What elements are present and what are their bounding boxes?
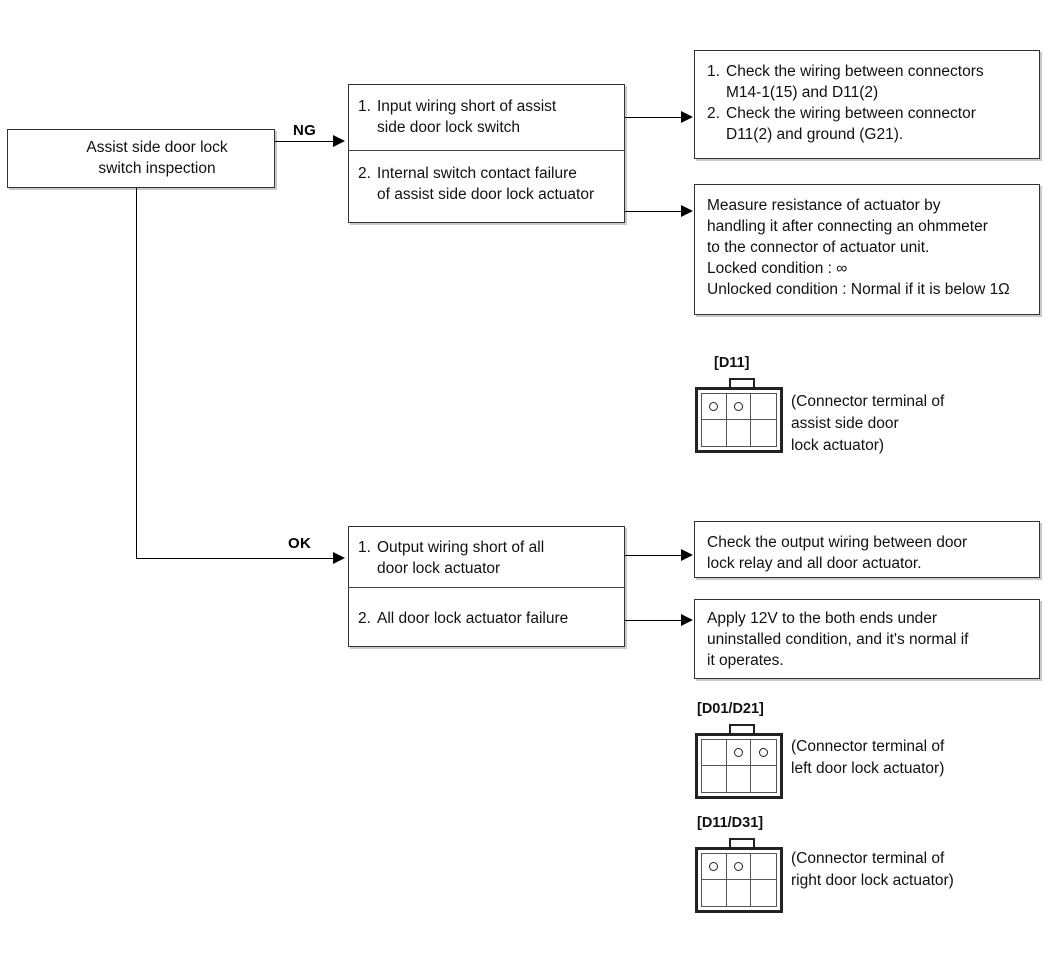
connector-d11-d31-caption: (Connector terminal of right door lock a…: [791, 850, 954, 889]
connector-d11-cell-5: [727, 420, 752, 446]
ng-cause-item-1: 1. Input wiring short of assist side doo…: [358, 96, 620, 138]
connector-d01-d21-tab-icon: [729, 724, 755, 735]
ng-action-1-item-2-number: 2.: [707, 105, 720, 122]
connector-d11-d31-tab-icon: [729, 838, 755, 849]
connector-d11-d31-drawing: [695, 838, 783, 913]
ng-action-1-line: [625, 117, 683, 118]
connector-d01-d21-label: [D01/D21]: [697, 701, 764, 717]
connector-d11-d31-cell-4: [702, 880, 727, 906]
connector-d11-pin-grid: [701, 393, 777, 447]
pin-circle-icon: [733, 748, 743, 757]
ng-action-1-box: [694, 50, 1040, 159]
ok-cause-item-1: 1. Output wiring short of all door lock …: [358, 537, 620, 579]
connector-d11-d31-cell-2: [726, 854, 752, 880]
connector-d01-d21-cell-4: [702, 766, 727, 792]
ok-action-1-line: [625, 555, 683, 556]
connector-d11-d31-cell-3: [751, 854, 776, 880]
connector-d01-d21-drawing: [695, 724, 783, 799]
connector-d01-d21-pin-grid: [701, 739, 777, 793]
connector-d11-caption: (Connector terminal of assist side door …: [791, 393, 945, 454]
ng-action-2-box: [694, 184, 1040, 315]
connector-d11-d31-cell-6: [751, 880, 776, 906]
ng-action-1-item-1-text: Check the wiring between connectors M14-…: [726, 63, 984, 101]
ok-action-1-box: [694, 521, 1040, 578]
ok-cause-item-2-number: 2.: [358, 610, 371, 627]
ng-cause-item-2-text: Internal switch contact failure of assis…: [377, 165, 595, 203]
ng-action-2-text: Measure resistance of actuator by handli…: [707, 197, 1010, 298]
ng-action-1-item-2: 2. Check the wiring between connector D1…: [707, 103, 1033, 145]
connector-d01-d21-shell: [695, 733, 783, 799]
pin-circle-icon: [709, 862, 719, 871]
connector-d11-d31-label: [D11/D31]: [697, 815, 764, 831]
ng-cause-box-divider: [348, 150, 625, 151]
ok-action-2-arrowhead: [681, 614, 693, 626]
connector-d11-d31-cell-5: [727, 880, 752, 906]
ok-cause-item-2-text: All door lock actuator failure: [377, 610, 569, 627]
connector-d11-cell-2: [726, 394, 752, 420]
ok-action-2-text: Apply 12V to the both ends under uninsta…: [707, 610, 969, 669]
ng-action-1-arrowhead: [681, 111, 693, 123]
ok-action-2-box: [694, 599, 1040, 679]
connector-d11-cell-3: [751, 394, 776, 420]
connector-d11-shell: [695, 387, 783, 453]
pin-circle-icon: [733, 402, 743, 411]
start-box: [7, 129, 275, 188]
connector-d01-d21-cell-5: [727, 766, 752, 792]
ng-cause-item-2-number: 2.: [358, 165, 371, 182]
ng-action-2-line: [625, 211, 683, 212]
start-box-line2: switch inspection: [98, 160, 216, 177]
ok-cause-box-divider: [348, 587, 625, 588]
ng-action-1-item-1-number: 1.: [707, 63, 720, 80]
connector-d01-d21-cell-2: [726, 740, 752, 766]
ok-edge-arrowhead: [333, 552, 345, 564]
ok-action-2-line: [625, 620, 683, 621]
ng-edge-label: NG: [293, 122, 317, 139]
connector-d11-label: [D11]: [714, 355, 750, 371]
pin-circle-icon: [733, 862, 743, 871]
ng-action-1-item-1: 1. Check the wiring between connectors M…: [707, 61, 1033, 103]
ok-action-1-arrowhead: [681, 549, 693, 561]
pin-circle-icon: [709, 402, 719, 411]
ng-cause-item-2: 2. Internal switch contact failure of as…: [358, 163, 620, 205]
connector-d01-d21-cell-6: [751, 766, 776, 792]
connector-d11-cell-4: [702, 420, 727, 446]
ng-edge-line: [275, 141, 335, 142]
connector-d11-d31-pin-grid: [701, 853, 777, 907]
connector-d11-cell-6: [751, 420, 776, 446]
ok-action-1-text: Check the output wiring between door loc…: [707, 534, 968, 572]
ok-cause-item-2: 2. All door lock actuator failure: [358, 608, 620, 629]
ng-cause-item-1-number: 1.: [358, 98, 371, 115]
connector-d11-cell-1: [702, 394, 727, 420]
pin-circle-icon: [759, 748, 769, 757]
ok-edge-horizontal-line: [136, 558, 335, 559]
ok-edge-label: OK: [288, 535, 312, 552]
connector-d01-d21-cell-1: [702, 740, 727, 766]
connector-d01-d21-caption: (Connector terminal of left door lock ac…: [791, 738, 945, 777]
connector-d11-d31-cell-1: [702, 854, 727, 880]
connector-d11-drawing: [695, 378, 783, 453]
ng-action-2-arrowhead: [681, 205, 693, 217]
ng-cause-item-1-text: Input wiring short of assist side door l…: [377, 98, 557, 136]
ng-action-1-item-2-text: Check the wiring between connector D11(2…: [726, 105, 976, 143]
start-box-line1: Assist side door lock: [86, 139, 228, 156]
ok-cause-item-1-text: Output wiring short of all door lock act…: [377, 539, 545, 577]
ok-cause-item-1-number: 1.: [358, 539, 371, 556]
ng-edge-arrowhead: [333, 135, 345, 147]
ok-cause-box: [348, 526, 625, 647]
connector-d11-d31-shell: [695, 847, 783, 913]
connector-d01-d21-cell-3: [751, 740, 776, 766]
connector-d11-tab-icon: [729, 378, 755, 389]
ng-cause-box: [348, 84, 625, 223]
ok-edge-vertical-line: [136, 188, 137, 558]
